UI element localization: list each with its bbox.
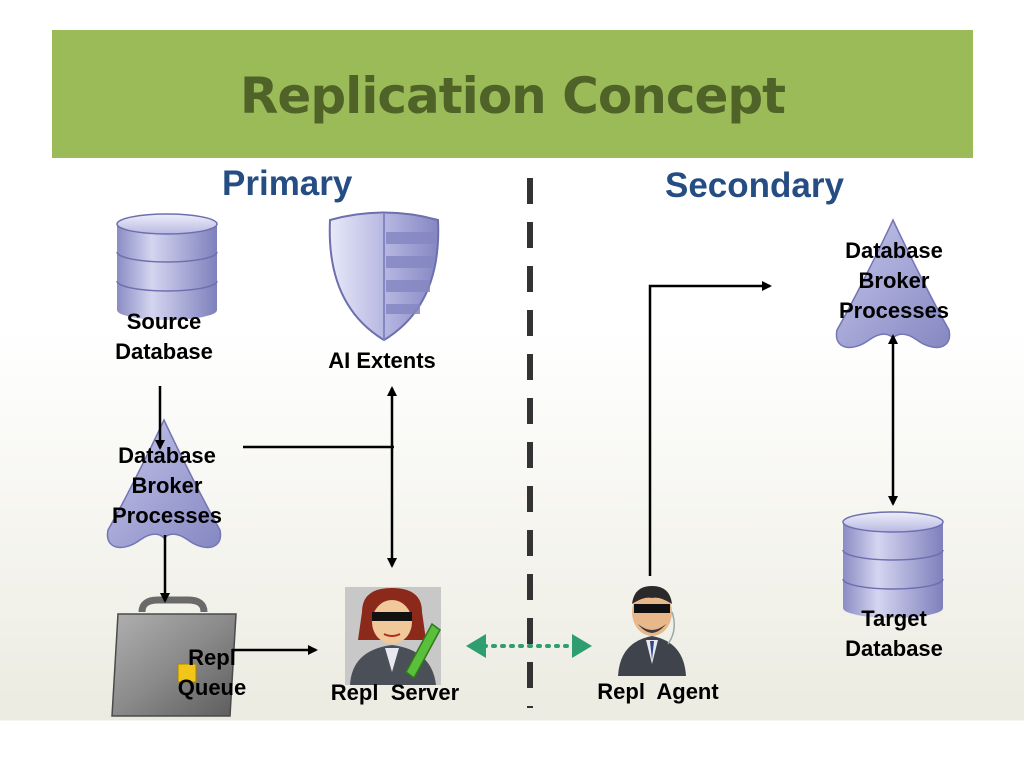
- secondary-heading: Secondary: [665, 166, 844, 205]
- slide-title: Replication Concept: [239, 67, 786, 125]
- repl-queue-briefcase-icon: [111, 596, 237, 717]
- primary-heading: Primary: [222, 164, 353, 203]
- repl-queue-label: Repl Queue: [177, 645, 247, 700]
- source-database-icon: [116, 213, 218, 320]
- connector-agent-to-secondary-broker: [648, 281, 772, 576]
- secondary-broker-label: Database Broker Processes: [838, 238, 950, 323]
- repl-agent-label: Repl Agent: [597, 679, 719, 704]
- title-bar: Replication Concept: [52, 30, 973, 158]
- server-agent-link: [466, 634, 592, 658]
- primary-broker-label: Database Broker Processes: [111, 443, 223, 528]
- ai-extents-label: AI Extents: [328, 348, 436, 373]
- target-database-icon: [842, 511, 944, 618]
- repl-agent-person-icon: [618, 586, 686, 676]
- repl-server-label: Repl Server: [330, 680, 460, 705]
- repl-server-person-icon: [345, 587, 441, 685]
- target-database-label: Target Database: [845, 606, 943, 661]
- ai-extents-shield-icon: [328, 211, 440, 342]
- source-database-label: Source Database: [115, 309, 213, 364]
